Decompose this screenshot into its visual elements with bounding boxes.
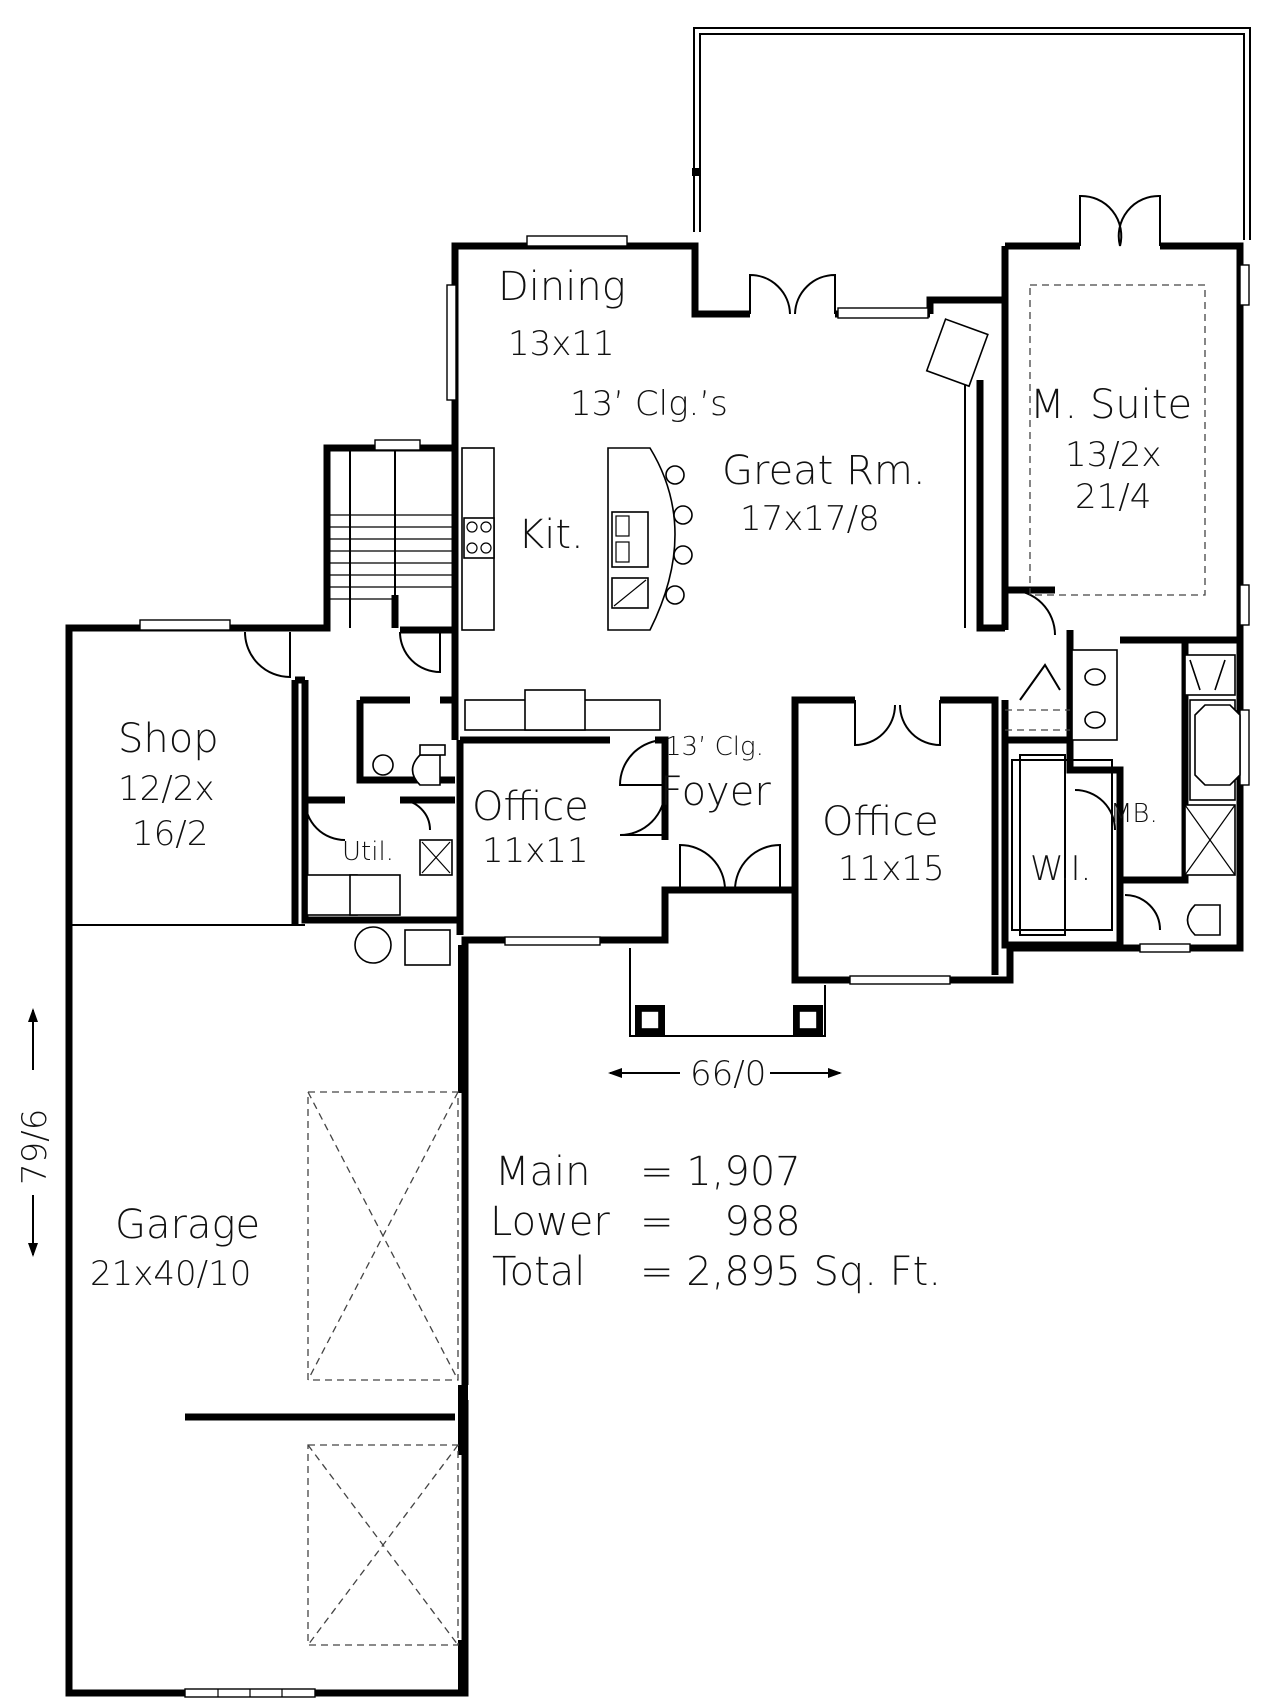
main-area-value: = 1,907 <box>640 1149 801 1195</box>
depth-dimension-label: 79/6 <box>15 1109 55 1185</box>
total-area-value: = 2,895 Sq. Ft. <box>640 1249 941 1295</box>
interior-walls <box>69 300 1240 975</box>
shop-size-2: 16/2 <box>132 814 208 854</box>
depth-dimension <box>28 1008 38 1257</box>
garage-doors <box>307 1091 459 1646</box>
front-porch <box>629 948 826 1037</box>
width-dimension-label: 66/0 <box>690 1054 766 1094</box>
main-area-label: Main <box>495 1149 591 1195</box>
master-suite-label: M. Suite <box>1030 382 1192 428</box>
lower-area-label: Lower <box>490 1199 610 1245</box>
garage-label: Garage <box>115 1202 260 1248</box>
office-left-label: Office <box>472 784 589 830</box>
ceiling-note-foyer: 13’ Clg. <box>665 732 764 762</box>
master-suite-size-1: 13/2x <box>1065 435 1161 475</box>
garage-size: 21x40/10 <box>90 1254 251 1294</box>
utility-label: Util. <box>342 837 394 867</box>
total-area-label: Total <box>492 1249 585 1295</box>
width-dimension <box>608 1068 842 1078</box>
area-summary: Main = 1,907 Lower = 988 Total = 2,895 S… <box>490 1149 941 1295</box>
master-ceiling-outline <box>1029 284 1206 596</box>
rear-deck <box>692 27 1251 240</box>
ceiling-note-great-room: 13’ Clg.’s <box>570 384 728 424</box>
dining-label: Dining <box>498 264 626 310</box>
office-right-label: Office <box>822 799 939 845</box>
shop-size-1: 12/2x <box>118 769 214 809</box>
bath-fixtures <box>306 649 1241 966</box>
dining-size: 13x11 <box>508 324 615 364</box>
doors <box>244 194 1161 931</box>
kitchen-label: Kit. <box>518 512 584 558</box>
windows <box>139 235 1250 1698</box>
foyer-label: Foyer <box>660 769 771 815</box>
master-bath-label: MB. <box>1110 799 1158 829</box>
lower-area-value: = 988 <box>640 1199 801 1245</box>
walk-in-label: W.I. <box>1030 849 1091 889</box>
office-right-size: 11x15 <box>838 849 945 889</box>
shop-label: Shop <box>118 716 219 762</box>
kitchen-fixtures <box>461 318 989 731</box>
office-left-size: 11x11 <box>482 831 589 871</box>
great-room-label: Great Rm. <box>722 448 926 494</box>
room-labels: Dining 13x11 13’ Clg.’s Great Rm. 17x17/… <box>90 264 1192 1294</box>
stairs <box>330 514 455 600</box>
great-room-size: 17x17/8 <box>740 499 880 539</box>
master-suite-size-2: 21/4 <box>1075 477 1151 517</box>
